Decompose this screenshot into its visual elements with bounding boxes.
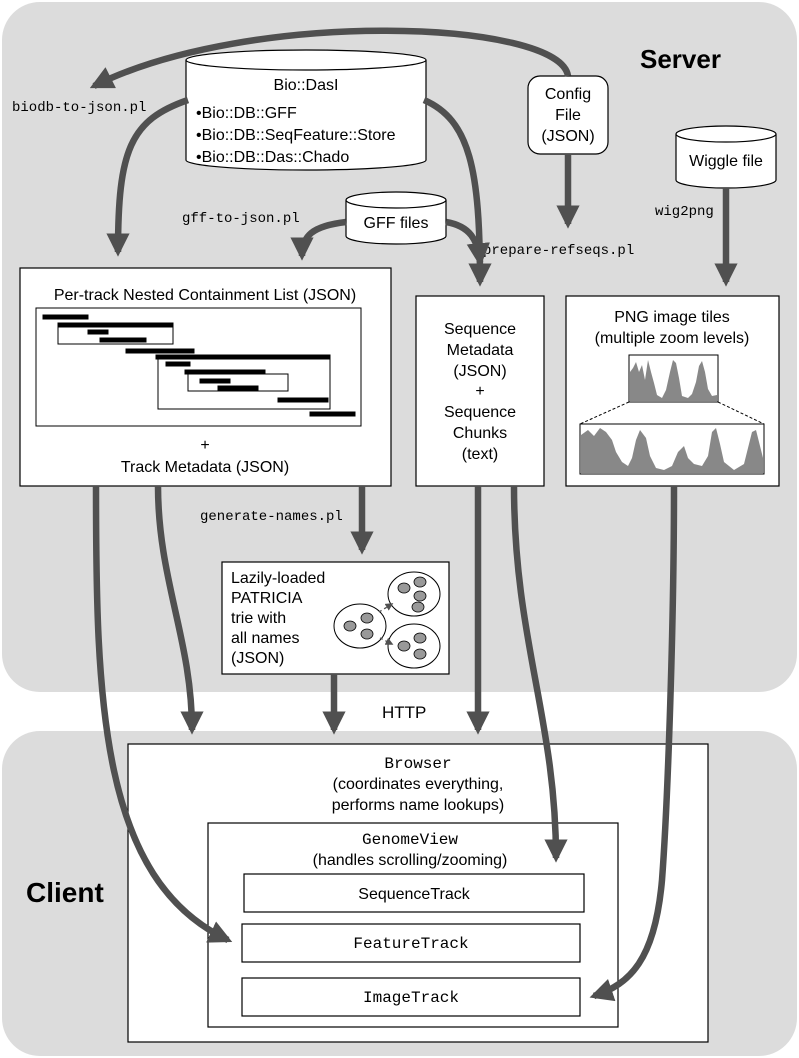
arrow-config-to-biodb <box>89 27 572 89</box>
png-line: PNG image tiles <box>614 309 730 326</box>
sequence-track-label: SequenceTrack <box>358 886 470 903</box>
trie-node <box>387 571 441 617</box>
config-file: Config File (JSON) <box>527 75 609 155</box>
biodas-item: •Bio::DB::SeqFeature::Store <box>196 127 396 144</box>
browser-desc-line: (coordinates everything, <box>333 776 504 793</box>
biodas-item: •Bio::DB::GFF <box>196 105 297 122</box>
trie-node-diagram <box>333 571 441 669</box>
browser-name: Browser <box>384 755 451 773</box>
wiggle-file-label: Wiggle file <box>689 153 763 170</box>
feature-track-label: FeatureTrack <box>353 935 468 953</box>
gff-files-database: GFF files <box>345 191 447 245</box>
sequence-line: Sequence <box>444 321 516 338</box>
config-line: File <box>555 107 581 124</box>
arrow-gff-to-sequence <box>445 218 490 267</box>
trie-line: (JSON) <box>231 650 284 667</box>
trie-node <box>387 623 441 669</box>
http-label: HTTP <box>382 703 426 722</box>
trie-line: all names <box>231 630 299 647</box>
wiggle-tile-zoomed-in <box>579 423 765 475</box>
generate-names-label: generate-names.pl <box>200 509 343 525</box>
trie-line: Lazily-loaded <box>231 570 325 587</box>
sequence-line: Sequence <box>444 404 516 421</box>
genomeview-desc: (handles scrolling/zooming) <box>313 852 508 869</box>
patricia-trie-box: Lazily-loaded PATRICIA trie with all nam… <box>221 561 450 675</box>
trie-node <box>333 603 387 649</box>
config-line: (JSON) <box>541 128 594 145</box>
nclist-box: Per-track Nested Containment List (JSON)… <box>19 267 392 487</box>
config-line: Config <box>545 86 591 103</box>
nclist-nested-intervals <box>42 314 356 417</box>
biodas-database: Bio::DasI •Bio::DB::GFF •Bio::DB::SeqFea… <box>185 49 427 171</box>
nclist-diagram <box>35 307 362 427</box>
sequence-line: (text) <box>462 446 498 463</box>
prepare-refseqs-label: prepare-refseqs.pl <box>483 243 634 259</box>
sequence-track: SequenceTrack <box>243 873 585 913</box>
biodas-title: Bio::DasI <box>274 77 339 94</box>
arrow-nclist-to-browser <box>154 485 204 735</box>
arrow-nclist-to-featuretrack <box>92 485 233 943</box>
arrow-png-to-imagetrack <box>589 485 678 1002</box>
arrow-sequence-to-sequencetrack <box>510 485 568 863</box>
wiggle-file-database: Wiggle file <box>675 125 777 189</box>
feature-track: FeatureTrack <box>241 923 581 963</box>
sequence-line: Metadata <box>447 342 514 359</box>
flow-arrows <box>89 27 738 1002</box>
nclist-title: Per-track Nested Containment List (JSON) <box>54 287 356 304</box>
server-region <box>2 2 797 692</box>
zoom-guide-left <box>579 401 630 425</box>
genomeview-name: GenomeView <box>362 831 458 849</box>
arrow-gff-to-nclist <box>290 218 347 261</box>
png-line: (multiple zoom levels) <box>595 330 750 347</box>
trie-line: PATRICIA <box>231 590 303 607</box>
biodas-item: •Bio::DB::Das::Chado <box>196 149 349 166</box>
wiggle-tile-zoomed-out <box>628 354 719 403</box>
png-tiles-box: PNG image tiles (multiple zoom levels) <box>565 295 780 487</box>
server-label: Server <box>640 44 721 74</box>
client-label: Client <box>26 877 104 908</box>
gff-files-label: GFF files <box>364 215 429 232</box>
sequence-box: Sequence Metadata (JSON) + Sequence Chun… <box>415 295 545 487</box>
image-track: ImageTrack <box>241 977 581 1017</box>
nclist-plus: + <box>200 437 209 454</box>
sequence-line: + <box>475 383 484 400</box>
zoom-guide-right <box>717 401 765 425</box>
arrow-biodas-to-nclist <box>106 96 190 257</box>
biodb-to-json-label: biodb-to-json.pl <box>12 100 146 116</box>
sequence-line: (JSON) <box>453 363 506 380</box>
gff-to-json-label: gff-to-json.pl <box>182 211 300 227</box>
browser-desc-line: performs name lookups) <box>332 797 505 814</box>
wig2png-label: wig2png <box>655 204 714 220</box>
image-track-label: ImageTrack <box>363 989 459 1007</box>
sequence-line: Chunks <box>453 425 507 442</box>
trie-line: trie with <box>231 610 286 627</box>
track-metadata-label: Track Metadata (JSON) <box>121 459 289 476</box>
